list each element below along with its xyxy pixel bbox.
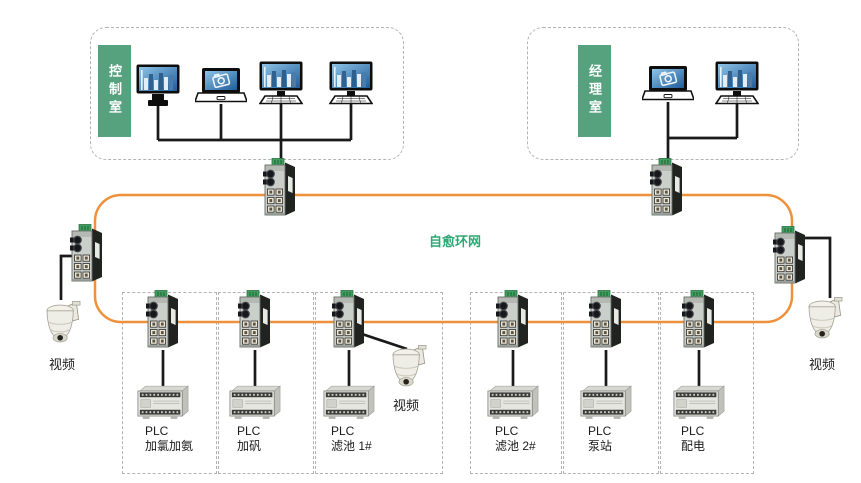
plc-device-4-icon <box>486 385 540 422</box>
plc-label-2-line1: PLC <box>237 424 261 438</box>
switch-plc-2-icon <box>238 290 272 352</box>
desktop-computer-icon <box>259 61 303 105</box>
control-room-cables <box>156 104 353 168</box>
plc-label-1-line1: PLC <box>145 424 169 438</box>
plc-device-6-icon <box>672 385 726 422</box>
plc-label-4-line2: 滤池 2# <box>495 439 536 453</box>
plc-label-4: PLC 滤池 2# <box>495 424 536 454</box>
manager-room-label: 经理室 <box>578 45 611 137</box>
control-room-label: 控制室 <box>98 45 131 137</box>
camera-left-cable <box>59 254 73 300</box>
plc-label-3: PLC 滤池 1# <box>331 424 372 454</box>
switch-ring-left-icon <box>70 224 104 286</box>
plc-cell-box-2 <box>218 292 314 474</box>
manager-room-cables <box>666 102 739 168</box>
plc-label-3-line2: 滤池 1# <box>331 439 372 453</box>
switch-manager-room-icon <box>650 158 684 220</box>
switch-plc-6-icon <box>682 290 716 352</box>
desktop-computer-icon <box>329 61 373 105</box>
plc-label-5-line2: 泵站 <box>588 439 613 453</box>
plc-cell-box-5 <box>563 292 659 474</box>
laptop-computer-icon <box>642 66 694 104</box>
switch-ring-right-icon <box>773 226 807 288</box>
plc-label-1-line2: 加氯加氨 <box>145 439 194 453</box>
plc-label-2: PLC 加矾 <box>237 424 261 454</box>
plc-label-2-line2: 加矾 <box>237 439 262 453</box>
laptop-computer-icon <box>195 68 247 106</box>
plc-device-1-icon <box>136 385 190 422</box>
switch-plc-4-icon <box>496 290 530 352</box>
ring-network-label: 自愈环网 <box>429 234 482 249</box>
desktop-computer-icon <box>715 61 759 105</box>
plc-label-1: PLC 加氯加氨 <box>145 424 193 454</box>
switch-plc-3-icon <box>332 290 366 352</box>
camera-right-cable <box>803 236 832 298</box>
plc-cables <box>161 350 701 386</box>
plc-label-3-line1: PLC <box>331 424 355 438</box>
plc-cell-box-6 <box>660 292 754 474</box>
desktop-computer-icon <box>136 64 180 108</box>
switch-plc-1-icon <box>146 290 180 352</box>
video-label-left: 视频 <box>49 357 76 372</box>
ptz-camera-middle-icon <box>391 345 427 393</box>
plc-device-3-icon <box>322 385 376 422</box>
ptz-camera-left-icon <box>45 301 81 349</box>
video-label-right: 视频 <box>809 357 836 372</box>
plc-label-4-line1: PLC <box>495 424 519 438</box>
plc-cell-box-1 <box>122 292 217 474</box>
plc-label-6: PLC 配电 <box>681 424 705 454</box>
camera-middle-cable <box>361 332 408 351</box>
plc-label-5: PLC 泵站 <box>588 424 612 454</box>
plc-label-6-line1: PLC <box>681 424 705 438</box>
switch-control-room-icon <box>263 158 297 220</box>
ptz-camera-right-icon <box>807 297 843 345</box>
plc-device-5-icon <box>579 385 633 422</box>
plc-cell-box-3 <box>315 292 443 474</box>
plc-label-6-line2: 配电 <box>681 439 706 453</box>
plc-device-2-icon <box>228 385 282 422</box>
switch-plc-5-icon <box>589 290 623 352</box>
plc-label-5-line1: PLC <box>588 424 612 438</box>
video-label-middle: 视频 <box>393 398 420 413</box>
control-room-box <box>90 27 404 160</box>
